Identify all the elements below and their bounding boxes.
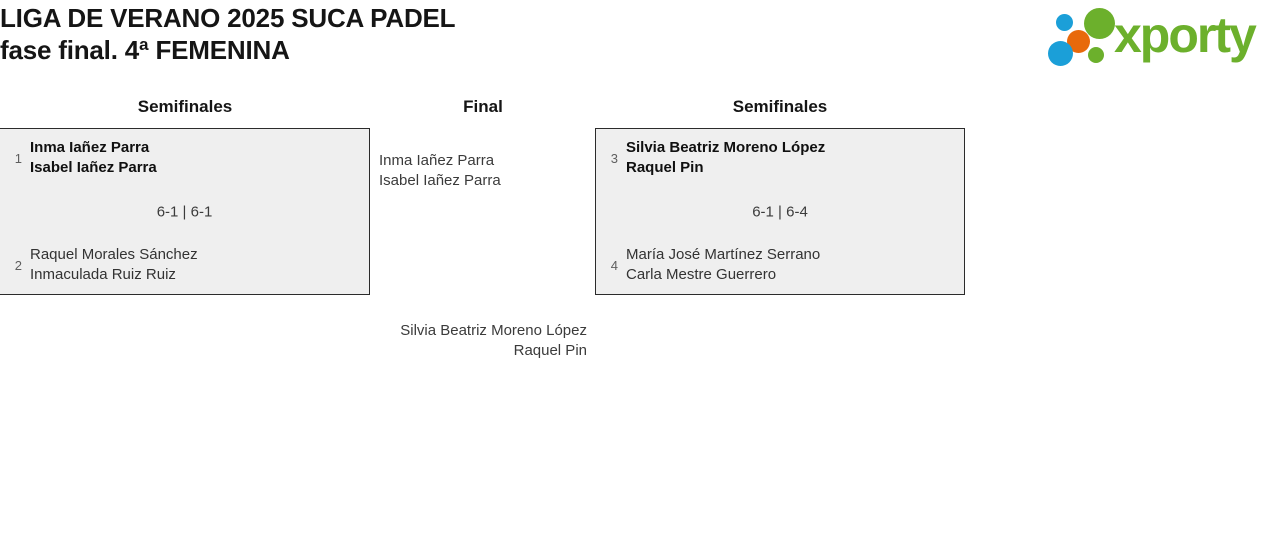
player-name: Raquel Morales Sánchez [30,246,198,263]
player-name: María José Martínez Serrano [626,246,821,263]
round-heading-semifinals-left: Semifinales [137,97,233,116]
player-name: Inmaculada Ruiz Ruiz [30,266,176,283]
logo-wordmark: xporty [1114,7,1257,63]
xporty-logo[interactable]: xporty [1048,6,1276,66]
logo-dot-green-small-icon [1088,47,1104,63]
logo-dot-orange-icon [1067,30,1090,53]
page-header: LIGA DE VERANO 2025 SUCA PADEL fase fina… [0,0,1280,80]
player-name: Silvia Beatriz Moreno López [626,139,826,156]
team-seed: 3 [610,150,618,166]
logo-dot-blue-small-icon [1056,14,1073,31]
team-seed: 4 [610,257,618,273]
match-score: 6-1 | 6-1 [156,203,213,220]
player-name: Isabel Iañez Parra [379,172,501,189]
team-row[interactable]: 2 Raquel Morales Sánchez Inmaculada Ruiz… [10,245,198,285]
final-team-top[interactable]: Inma Iañez Parra Isabel Iañez Parra [379,151,501,191]
match-score: 6-1 | 6-4 [752,203,808,220]
player-name: Raquel Pin [626,159,704,176]
logo-dots-icon [1048,6,1120,66]
player-name: Isabel Iañez Parra [30,159,157,176]
page-title-line-2: fase final. 4ª FEMENINA [0,35,290,65]
team-seed: 2 [14,257,22,273]
team-row[interactable]: 1 Inma Iañez Parra Isabel Iañez Parra [10,138,157,178]
team-seed: 1 [14,150,22,166]
team-row[interactable]: 4 María José Martínez Serrano Carla Mest… [606,245,820,285]
round-heading-semifinals-right: Semifinales [732,97,828,116]
player-name: Inma Iañez Parra [379,152,495,169]
player-name: Carla Mestre Guerrero [626,266,777,283]
team-names: Inma Iañez Parra Isabel Iañez Parra [30,138,157,178]
player-name: Raquel Pin [513,342,587,359]
team-names: María José Martínez Serrano Carla Mestre… [626,245,820,285]
page-title-line-1: LIGA DE VERANO 2025 SUCA PADEL [0,3,456,33]
team-row[interactable]: 3 Silvia Beatriz Moreno López Raquel Pin [606,138,825,178]
match-box-semifinal-1[interactable]: 1 Inma Iañez Parra Isabel Iañez Parra 6-… [0,128,370,295]
match-box-semifinal-2[interactable]: 3 Silvia Beatriz Moreno López Raquel Pin… [595,128,965,295]
player-name: Inma Iañez Parra [30,139,150,156]
logo-dot-green-large-icon [1084,8,1115,39]
round-heading-final: Final [463,97,503,116]
page-title: LIGA DE VERANO 2025 SUCA PADEL fase fina… [0,2,900,66]
team-names: Raquel Morales Sánchez Inmaculada Ruiz R… [30,245,198,285]
logo-dot-blue-large-icon [1048,41,1073,66]
player-name: Silvia Beatriz Moreno López [400,322,587,339]
team-names: Silvia Beatriz Moreno López Raquel Pin [626,138,825,178]
final-team-bottom[interactable]: Silvia Beatriz Moreno López Raquel Pin [387,321,587,361]
